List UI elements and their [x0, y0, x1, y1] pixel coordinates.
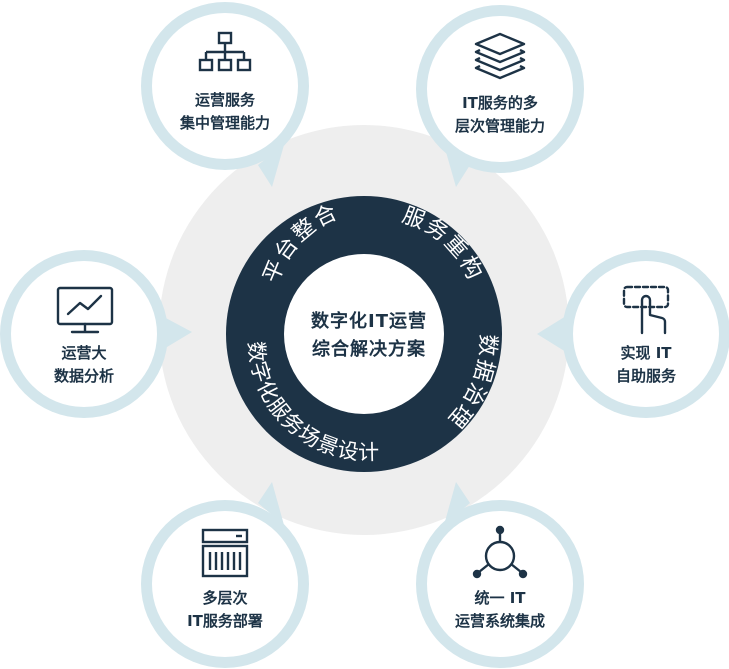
bubble-label-ops-center: 运营服务集中管理能力	[179, 91, 270, 132]
server-icon	[201, 528, 249, 578]
center-disc	[284, 254, 444, 414]
touch-click-icon	[622, 285, 670, 335]
bubble-system-integration	[416, 482, 584, 668]
bubble-multi-deploy	[141, 482, 309, 668]
bubble-it-layers	[416, 5, 584, 187]
org-chart-icon	[198, 31, 252, 72]
network-node-icon	[472, 525, 528, 579]
bubble-ops-center	[141, 2, 309, 187]
bubble-label-big-data: 运营大数据分析	[53, 344, 114, 385]
center-title: 数字化IT运营 综合解决方案	[311, 311, 427, 360]
layers-icon	[474, 32, 526, 80]
monitor-chart-icon	[56, 286, 114, 334]
bubble-label-it-layers: IT服务的多层次管理能力	[454, 94, 545, 135]
bubble-self-service	[537, 250, 729, 418]
bubble-big-data	[0, 250, 192, 418]
